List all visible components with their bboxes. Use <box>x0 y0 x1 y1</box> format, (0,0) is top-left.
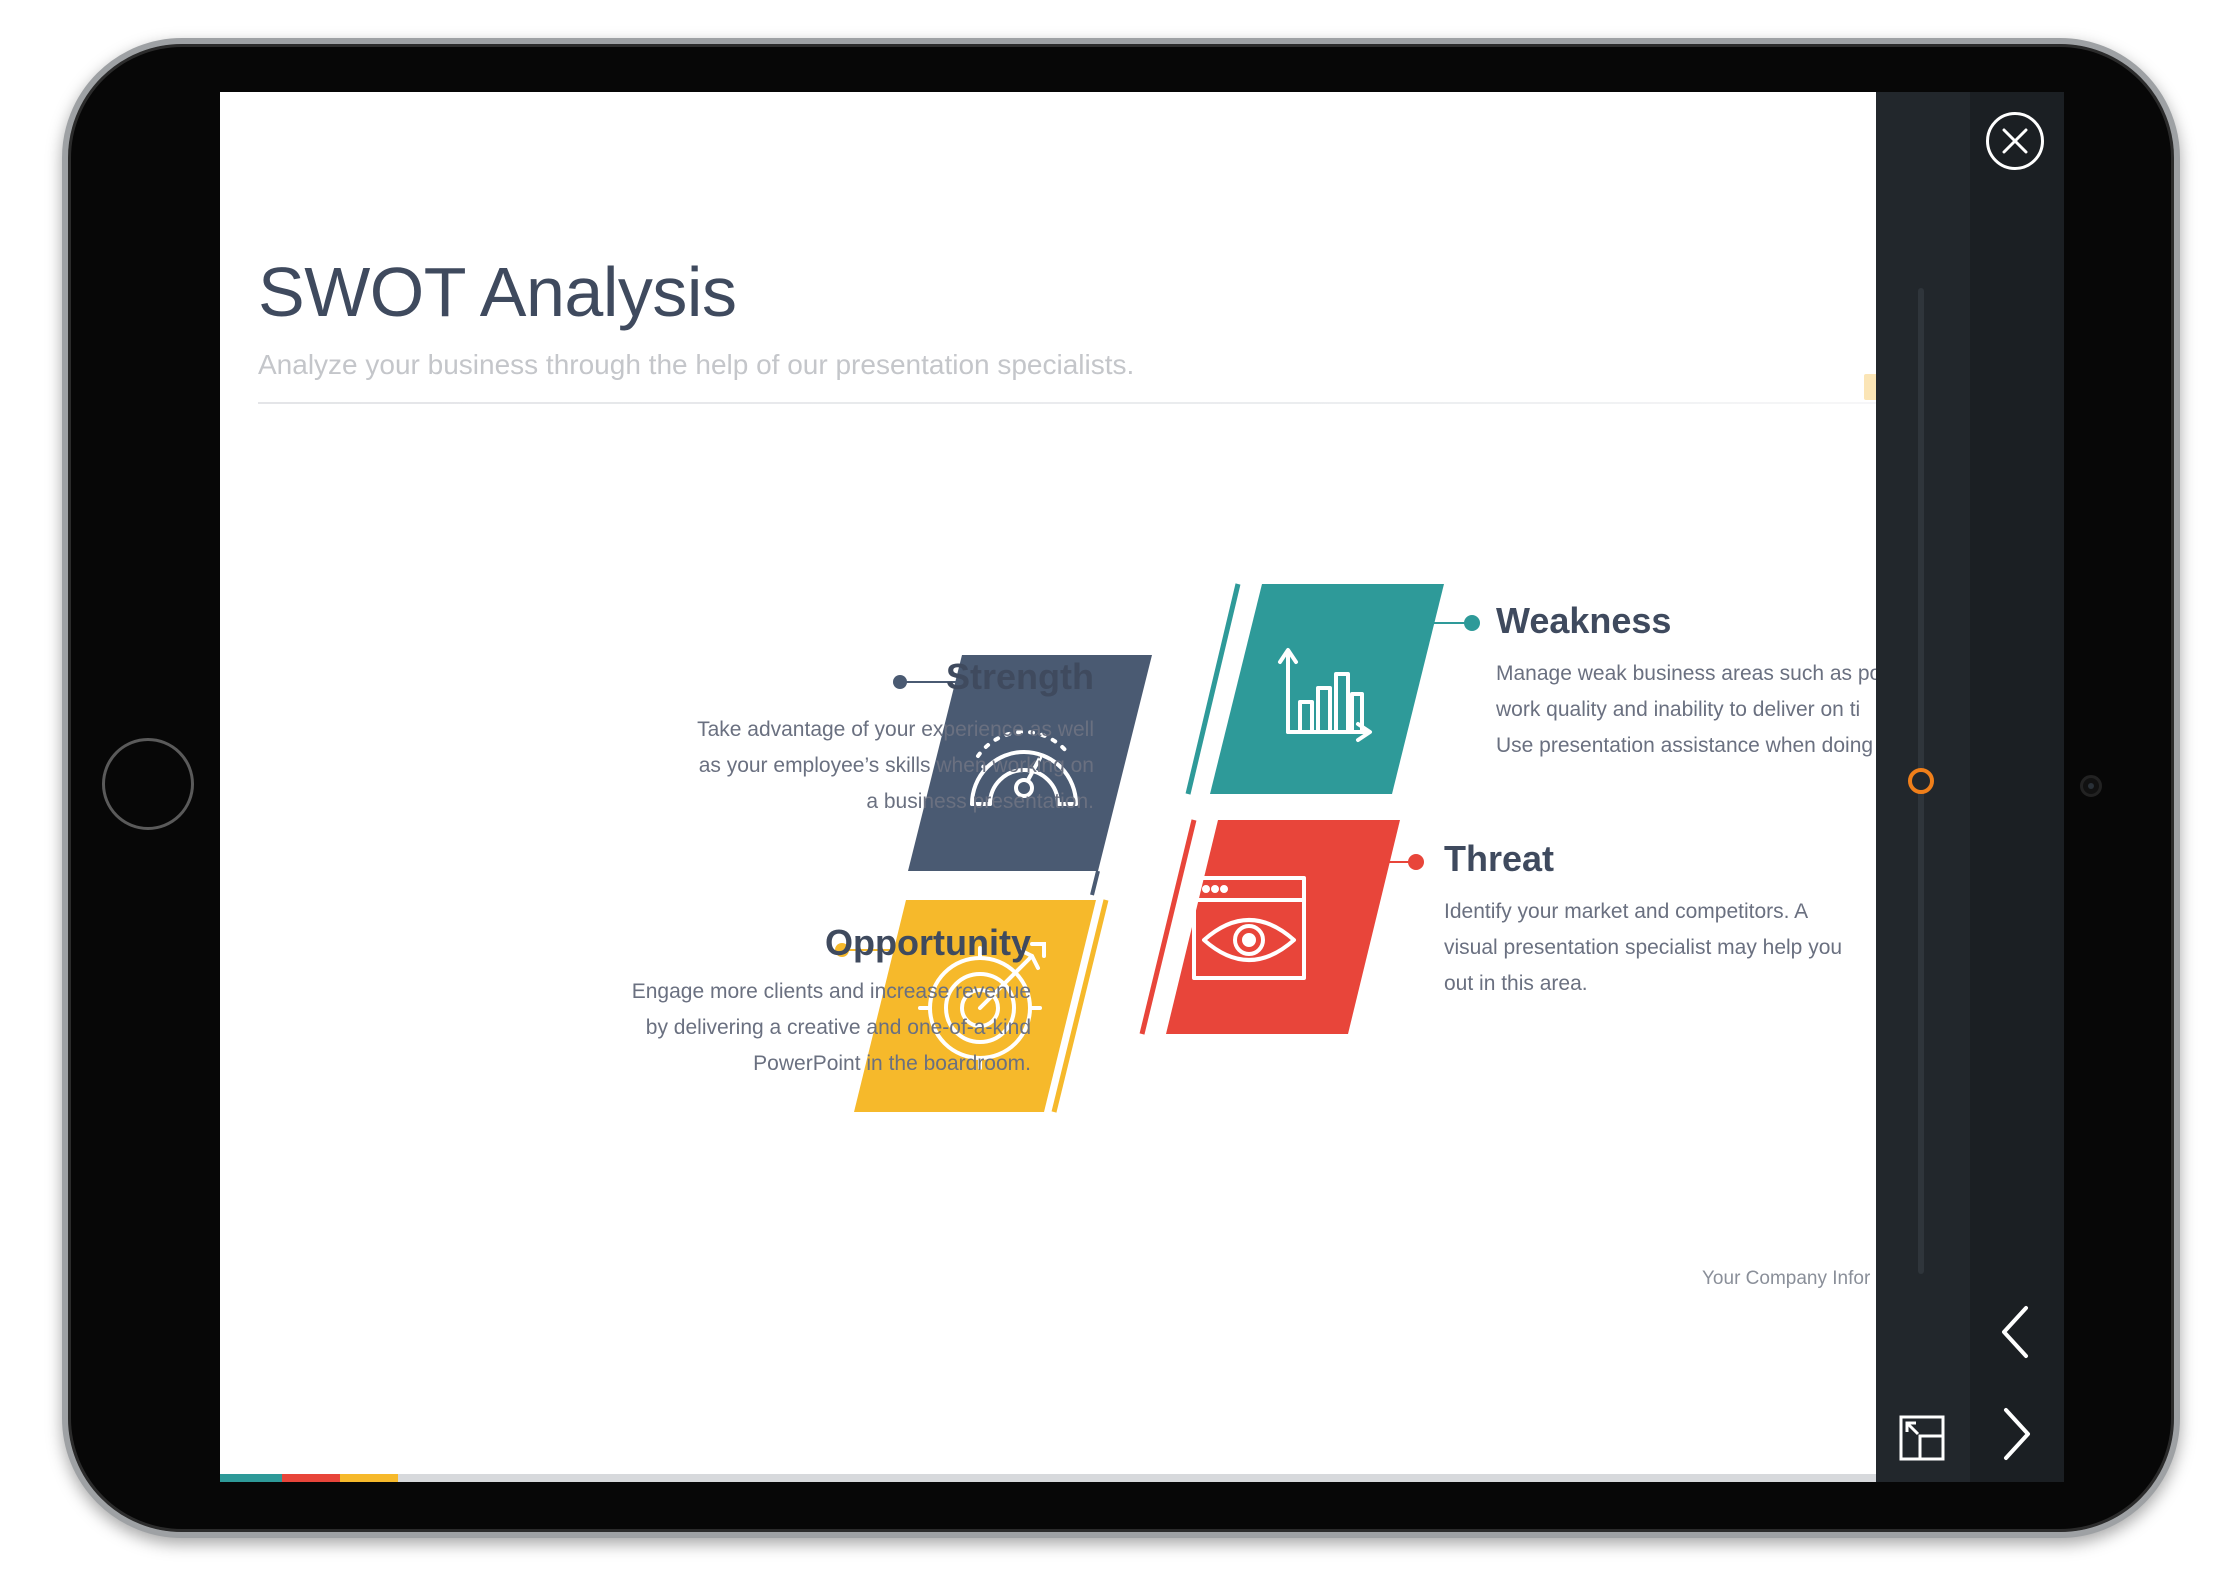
footer-color-bar-teal <box>220 1474 282 1482</box>
opportunity-shape <box>854 900 1096 1112</box>
next-slide-button[interactable] <box>1996 1406 2036 1462</box>
footer-color-bar-yellow <box>340 1474 398 1482</box>
strength-tile <box>908 655 1152 896</box>
strength-shape <box>908 655 1152 871</box>
strength-connector <box>893 675 960 689</box>
strength-heading: Strength <box>946 656 1094 697</box>
footer-color-bar-red <box>282 1474 340 1482</box>
swot-diagram <box>835 583 1480 1113</box>
threat-line-1: Identify your market and competitors. A <box>1444 900 1809 923</box>
expand-icon <box>1899 1415 1945 1461</box>
panel-strip <box>1970 92 2064 1482</box>
tablet-screen: SWOT Analysis Analyze your business thro… <box>220 92 2064 1482</box>
chevron-right-icon <box>2004 1408 2030 1460</box>
close-icon <box>2002 128 2028 154</box>
expand-button[interactable] <box>1898 1414 1946 1462</box>
strength-line-3: a business presentation. <box>866 790 1094 813</box>
presentation-slide: SWOT Analysis Analyze your business thro… <box>220 92 1876 1482</box>
camera-icon <box>2080 775 2102 797</box>
strength-line-1: Take advantage of your experience as wel… <box>697 718 1094 741</box>
threat-description: Identify your market and competitors. A … <box>1444 894 1864 1002</box>
opportunity-connector <box>835 943 900 957</box>
opportunity-line-1: Engage more clients and increase revenue <box>631 980 1031 1003</box>
opportunity-tile <box>854 899 1109 1113</box>
previous-slide-button[interactable] <box>1996 1304 2036 1360</box>
opportunity-line-3: PowerPoint in the boardroom. <box>753 1052 1031 1075</box>
title-accent-mark <box>1864 374 1876 400</box>
threat-line-2: visual presentation specialist may help … <box>1444 936 1843 959</box>
slide-progress-thumb[interactable] <box>1908 768 1934 794</box>
opportunity-line-2: by delivering a creative and one-of-a-ki… <box>645 1016 1031 1039</box>
slide-title: SWOT Analysis <box>258 253 737 331</box>
weakness-line-2: work quality and inability to deliver on… <box>1496 698 1861 721</box>
weakness-tile <box>1185 583 1444 795</box>
close-button[interactable] <box>1986 112 2044 170</box>
weakness-description: Manage weak business areas such as po wo… <box>1496 656 1876 764</box>
company-info-footer: Your Company Infor <box>1702 1268 1871 1289</box>
slide-subtitle: Analyze your business through the help o… <box>258 349 1135 380</box>
eye-icon <box>1192 876 1306 980</box>
bar-chart-icon <box>1278 648 1372 742</box>
weakness-line-3: Use presentation assistance when doing <box>1496 734 1874 757</box>
home-button[interactable] <box>102 738 194 830</box>
weakness-line-1: Manage weak business areas such as po <box>1496 662 1876 685</box>
opportunity-heading: Opportunity <box>825 922 1031 963</box>
chevron-left-icon <box>2002 1306 2028 1358</box>
threat-shape <box>1166 820 1400 1034</box>
viewer-side-panel <box>1876 92 2064 1482</box>
threat-line-3: out in this area. <box>1444 972 1588 995</box>
opportunity-description: Engage more clients and increase revenue… <box>480 974 1031 1082</box>
threat-heading: Threat <box>1444 838 1555 879</box>
strength-description: Take advantage of your experience as wel… <box>586 712 1094 820</box>
weakness-heading: Weakness <box>1496 600 1672 641</box>
title-divider <box>258 402 1876 404</box>
footer-color-bar-gray <box>398 1474 1876 1482</box>
speedometer-icon <box>970 729 1078 806</box>
target-icon <box>918 942 1046 1070</box>
threat-tile <box>1139 819 1400 1035</box>
strength-line-2: as your employee’s skills when working o… <box>698 754 1094 777</box>
